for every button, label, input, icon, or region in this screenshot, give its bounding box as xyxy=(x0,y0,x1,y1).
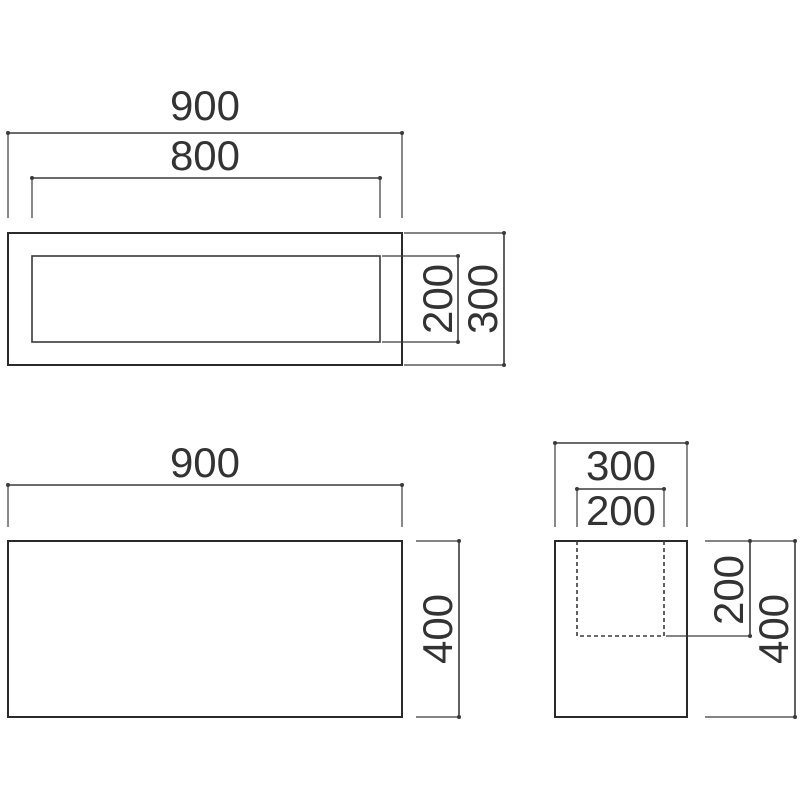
top-view-inner-width-dimension: 800 xyxy=(30,132,382,218)
side-view-inner-depth-label: 200 xyxy=(586,487,656,534)
front-view-outline xyxy=(7,540,403,718)
top-view-outer-depth-label: 300 xyxy=(459,264,506,334)
front-view-width-label: 900 xyxy=(170,439,240,486)
side-view-height-dimension: 400 xyxy=(705,539,797,719)
top-view-outer-width-label: 900 xyxy=(170,82,240,129)
top-view-outer-outline xyxy=(7,232,403,366)
top-view-outer-width-dimension: 900 xyxy=(6,82,404,218)
top-view-inner-opening xyxy=(31,255,381,343)
side-view-outline xyxy=(554,540,688,718)
top-view-outer-depth-dimension: 300 xyxy=(404,231,506,367)
side-view-hidden-cavity xyxy=(576,541,665,637)
side-view-inner-height-label: 200 xyxy=(705,555,752,625)
side-view-inner-height-dimension: 200 xyxy=(666,539,752,638)
top-view-inner-depth-label: 200 xyxy=(414,264,461,334)
side-view-inner-depth-dimension: 200 xyxy=(575,487,666,534)
side-view: 300 200 200 400 xyxy=(553,441,797,719)
top-view-inner-width-label: 800 xyxy=(170,132,240,179)
top-view-inner-depth-dimension: 200 xyxy=(382,254,461,344)
side-view-outer-depth-dimension: 300 xyxy=(553,441,689,527)
front-view-height-label: 400 xyxy=(414,594,461,664)
side-view-outer-depth-label: 300 xyxy=(586,442,656,489)
side-view-height-label: 400 xyxy=(750,594,797,664)
front-view-width-dimension: 900 xyxy=(6,439,404,527)
front-view-height-dimension: 400 xyxy=(414,539,461,719)
front-view: 900 400 xyxy=(6,439,461,719)
top-view: 900 800 200 300 xyxy=(6,82,506,367)
